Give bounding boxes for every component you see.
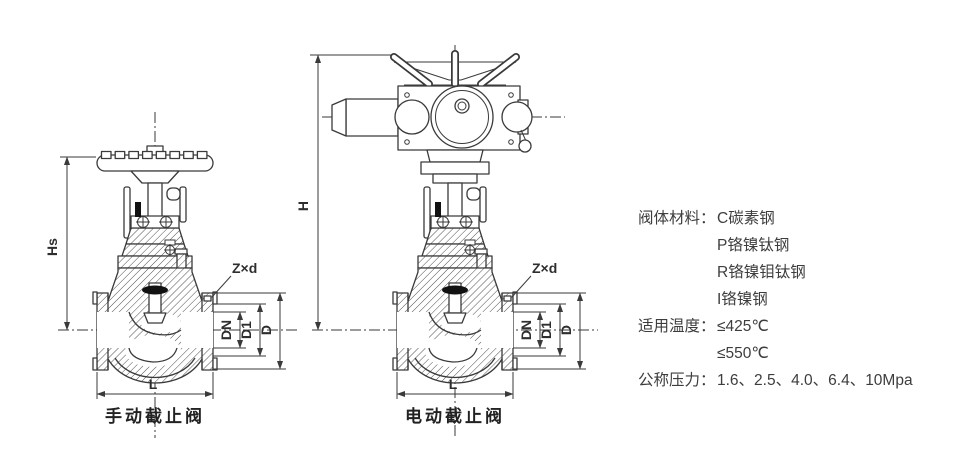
- spec-material-value-1: C碳素钢: [717, 210, 775, 227]
- electric-valve-body-section: [392, 182, 518, 384]
- dim-l-right: L: [396, 372, 514, 399]
- spec-material-value-4: I铬镍钢: [717, 291, 768, 308]
- spec-material-label: 阀体材料：: [638, 210, 716, 227]
- spec-material-row-1: 阀体材料： C碳素钢: [638, 205, 953, 232]
- actuator-motor: [331, 98, 399, 137]
- actuator-handwheel-spokes: [390, 50, 520, 88]
- dim-label-l-left: L: [149, 376, 158, 392]
- dim-label-dn-right: DN: [518, 320, 534, 340]
- spec-temperature-value-2: ≤550℃: [717, 345, 769, 362]
- dim-label-dn-left: DN: [218, 320, 234, 340]
- dim-label-l-right: L: [449, 376, 458, 392]
- actuator-gear-face: [430, 85, 494, 149]
- dim-label-hs: Hs: [44, 238, 60, 256]
- spec-pressure-row: 公称压力： 1.6、2.5、4.0、6.4、10Mpa: [638, 367, 953, 394]
- manual-valve-figure: Hs DN D1 D Z×d L: [44, 112, 298, 438]
- dim-label-d1-right: D1: [538, 321, 554, 339]
- spec-temperature-row-1: 适用温度： ≤425℃: [638, 313, 953, 340]
- dim-label-d1-left: D1: [238, 321, 254, 339]
- spec-pressure-label: 公称压力：: [638, 372, 716, 389]
- spec-material-row-3: R铬镍钼钛钢: [638, 259, 953, 286]
- dim-dn-d1-d-right: DN D1 D: [513, 292, 586, 370]
- dim-hs: Hs: [44, 156, 96, 331]
- dim-dn-d1-d-left: DN D1 D: [213, 292, 286, 370]
- dim-l-left: L: [96, 372, 214, 399]
- spec-temperature-row-2: ≤550℃: [638, 340, 953, 367]
- dim-label-d-right: D: [558, 325, 574, 335]
- callout-zxd-left: Z×d: [211, 260, 257, 298]
- spec-text-block: 阀体材料： C碳素钢 P铬镍钛钢 R铬镍钼钛钢 I铬镍钢 适用温度： ≤425℃…: [638, 205, 953, 394]
- spec-material-value-3: R铬镍钼钛钢: [717, 264, 806, 281]
- dim-label-zxd-right: Z×d: [532, 260, 557, 276]
- electric-actuator: [331, 50, 533, 184]
- spec-material-row-4: I铬镍钢: [638, 286, 953, 313]
- actuator-left-knob: [394, 99, 430, 135]
- spec-temperature-value-1: ≤425℃: [717, 318, 769, 335]
- dim-label-zxd-left: Z×d: [232, 260, 257, 276]
- actuator-right-knob: [501, 101, 533, 133]
- dim-h: H: [295, 54, 391, 331]
- electric-valve-caption: 电动截止阀: [405, 407, 505, 426]
- spec-pressure-value: 1.6、2.5、4.0、6.4、10Mpa: [717, 372, 913, 389]
- electric-valve-figure: H DN D1 D Z×d L: [295, 45, 598, 438]
- spec-material-value-2: P铬镍钛钢: [717, 237, 790, 254]
- manual-valve-caption: 手动截止阀: [105, 407, 205, 426]
- manual-valve-body-section: [92, 182, 218, 384]
- spec-temperature-label: 适用温度：: [638, 318, 716, 335]
- dim-label-h: H: [295, 201, 311, 211]
- spec-material-row-2: P铬镍钛钢: [638, 232, 953, 259]
- handwheel: [96, 145, 214, 184]
- dim-label-d-left: D: [258, 325, 274, 335]
- callout-zxd-right: Z×d: [511, 260, 557, 298]
